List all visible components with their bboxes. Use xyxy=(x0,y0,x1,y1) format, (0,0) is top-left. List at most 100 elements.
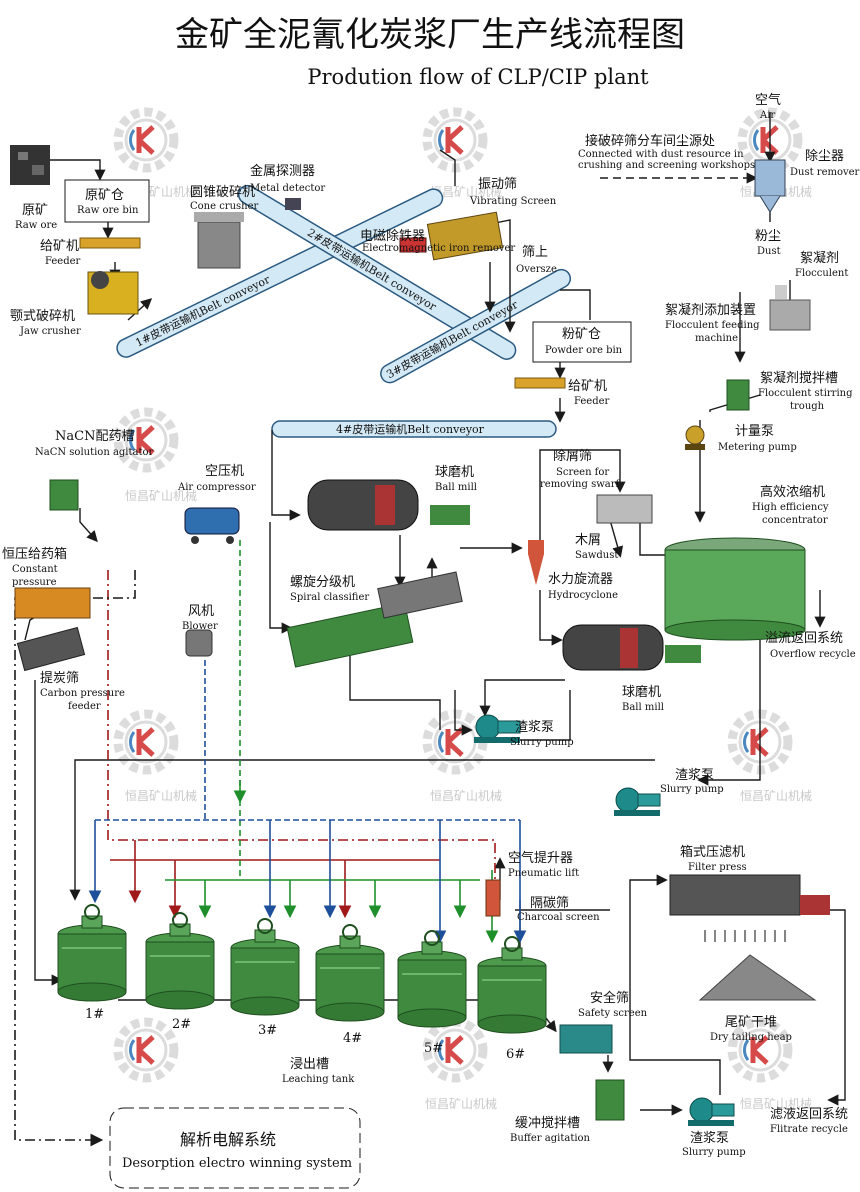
dust-remover-icon xyxy=(754,159,786,213)
watermark-text: 恒昌矿山机械 xyxy=(740,1096,812,1111)
flocculent-trough-icon xyxy=(726,379,750,411)
air-compressor-label: 空压机 xyxy=(205,464,244,479)
svg-text:4#皮带运输机Belt conveyor: 4#皮带运输机Belt conveyor xyxy=(336,422,485,436)
carbon-feeder-label: 提炭筛 xyxy=(40,670,79,686)
leaching-tank-5 xyxy=(397,930,467,1028)
stirring-trough-label: 絮凝剂搅拌槽 xyxy=(760,370,838,386)
blower-label: 风机 xyxy=(188,604,214,619)
metal-detector-label: 金属探测器 xyxy=(250,163,315,179)
svg-text:Dry tailing heap: Dry tailing heap xyxy=(710,1032,792,1043)
svg-text:Slurry pump: Slurry pump xyxy=(682,1147,746,1158)
svg-text:crushing and screening worksho: crushing and screening workshops xyxy=(578,160,755,171)
svg-text:Dust: Dust xyxy=(757,246,781,257)
concentrator-label: 高效浓缩机 xyxy=(760,484,825,500)
magnetic-remover-icon xyxy=(399,237,427,253)
metering-pump-icon xyxy=(685,425,705,450)
metering-pump-label: 计量泵 xyxy=(735,424,774,439)
svg-text:Air: Air xyxy=(759,110,775,121)
svg-text:Flocculent feeding: Flocculent feeding xyxy=(665,320,760,331)
svg-text:Metering pump: Metering pump xyxy=(718,442,797,453)
tank-number: 6# xyxy=(506,1047,525,1062)
vibrating-screen-label: 振动筛 xyxy=(478,177,517,192)
svg-text:Carbon pressure: Carbon pressure xyxy=(40,688,125,699)
filter-press-icon xyxy=(669,874,830,916)
concentrator-icon xyxy=(664,537,806,641)
watermark-text: 恒昌矿山机械 xyxy=(125,788,197,803)
pneumatic-lift-icon xyxy=(485,879,501,917)
feeder-label: 给矿机 xyxy=(40,239,79,254)
vibrating-screen-icon xyxy=(426,211,504,261)
swarf-screen-label: 除屑筛 xyxy=(553,449,592,464)
air-compressor-icon xyxy=(184,507,240,544)
tank-number: 5# xyxy=(424,1041,443,1056)
spiral-classifier-label: 螺旋分级机 xyxy=(290,575,355,590)
svg-text:Flocculent: Flocculent xyxy=(795,268,848,279)
svg-text:Feeder: Feeder xyxy=(45,256,81,267)
raw-ore-label: 原矿 xyxy=(22,203,48,218)
svg-text:Dust remover: Dust remover xyxy=(790,167,860,178)
buffer-agitation-label: 缓冲搅拌槽 xyxy=(515,1115,580,1131)
svg-text:Safety screen: Safety screen xyxy=(578,1008,648,1019)
svg-text:NaCN solution agitator: NaCN solution agitator xyxy=(35,447,154,458)
svg-text:Oversze: Oversze xyxy=(516,264,557,275)
slurry-pump-label-3: 渣浆泵 xyxy=(690,1131,729,1146)
svg-text:Metal detector: Metal detector xyxy=(250,183,325,194)
leaching-tank-3 xyxy=(230,918,300,1016)
ball-mill-icon-2 xyxy=(562,624,701,671)
svg-text:Feeder: Feeder xyxy=(574,396,610,407)
pneumatic-lift-label: 空气提升器 xyxy=(508,850,573,866)
svg-text:Slurry pump: Slurry pump xyxy=(510,737,574,748)
watermark-text: 恒昌矿山机械 xyxy=(740,788,812,803)
svg-text:Hydrocyclone: Hydrocyclone xyxy=(548,590,618,601)
svg-text:Flocculent stirring: Flocculent stirring xyxy=(758,388,853,399)
jaw-crusher-icon xyxy=(87,271,139,315)
air-label: 空气 xyxy=(755,92,781,108)
svg-text:Raw ore bin: Raw ore bin xyxy=(77,205,139,216)
leaching-tank-label: 浸出槽 xyxy=(290,1057,329,1072)
svg-text:1#皮带运输机Belt conveyor: 1#皮带运输机Belt conveyor xyxy=(133,272,273,350)
svg-text:Pneumatic lift: Pneumatic lift xyxy=(508,868,579,879)
leaching-tank-1 xyxy=(57,904,127,1002)
svg-text:Filter press: Filter press xyxy=(688,862,747,873)
raw-ore-bin-box xyxy=(64,179,150,223)
raw-ore-bin-label: 原矿仓 xyxy=(85,188,124,203)
svg-text:High efficiency: High efficiency xyxy=(752,502,829,513)
svg-text:Buffer agitation: Buffer agitation xyxy=(510,1133,591,1144)
svg-text:Raw ore: Raw ore xyxy=(15,220,57,231)
svg-text:concentrator: concentrator xyxy=(762,515,828,526)
svg-text:Charcoal screen: Charcoal screen xyxy=(517,912,600,923)
tank-number: 1# xyxy=(85,1007,104,1022)
tank-number: 3# xyxy=(258,1023,277,1038)
svg-text:Vibrating Screen: Vibrating Screen xyxy=(469,196,557,207)
charcoal-screen-label: 隔碳筛 xyxy=(530,896,569,911)
svg-text:Slurry pump: Slurry pump xyxy=(660,784,724,795)
spiral-classifier-icon xyxy=(286,571,463,668)
labels: 原矿 Raw ore 原矿仓 Raw ore bin 给矿机 Feeder 颚式… xyxy=(2,92,860,1171)
svg-text:Flitrate recycle: Flitrate recycle xyxy=(770,1124,848,1135)
buffer-agitation-icon xyxy=(595,1079,625,1121)
svg-text:Screen for: Screen for xyxy=(556,467,609,478)
svg-text:trough: trough xyxy=(790,401,825,412)
svg-text:Cone crusher: Cone crusher xyxy=(190,201,259,212)
raw-ore-icon xyxy=(10,145,50,185)
svg-text:Powder ore bin: Powder ore bin xyxy=(545,345,623,356)
svg-text:Constant: Constant xyxy=(12,564,58,575)
leaching-tank-6 xyxy=(477,936,547,1034)
dust-remover-label: 除尘器 xyxy=(805,149,844,164)
svg-text:Jaw crusher: Jaw crusher xyxy=(19,326,81,337)
flocculent-feeding-label: 絮凝剂添加装置 xyxy=(665,302,756,318)
cone-crusher-label: 圆锥破碎机 xyxy=(190,185,255,200)
svg-text:feeder: feeder xyxy=(68,701,101,712)
svg-text:Electromagnetic iron remover: Electromagnetic iron remover xyxy=(362,243,515,254)
nacn-label: NaCN配药槽 xyxy=(55,429,134,444)
svg-text:Ball mill: Ball mill xyxy=(622,702,664,713)
svg-text:removing swarf: removing swarf xyxy=(540,479,621,490)
hydrocyclone-icon xyxy=(528,540,544,585)
tank-number: 4# xyxy=(343,1031,362,1046)
svg-text:Overflow recycle: Overflow recycle xyxy=(770,649,856,660)
svg-text:Sawdust: Sawdust xyxy=(575,550,618,561)
slurry-pump-label-1: 渣浆泵 xyxy=(515,720,554,735)
dust-source-label: 接破碎筛分车间尘源处 xyxy=(585,133,715,149)
filter-press-label: 箱式压滤机 xyxy=(680,844,745,860)
safety-screen-label: 安全筛 xyxy=(590,990,629,1006)
